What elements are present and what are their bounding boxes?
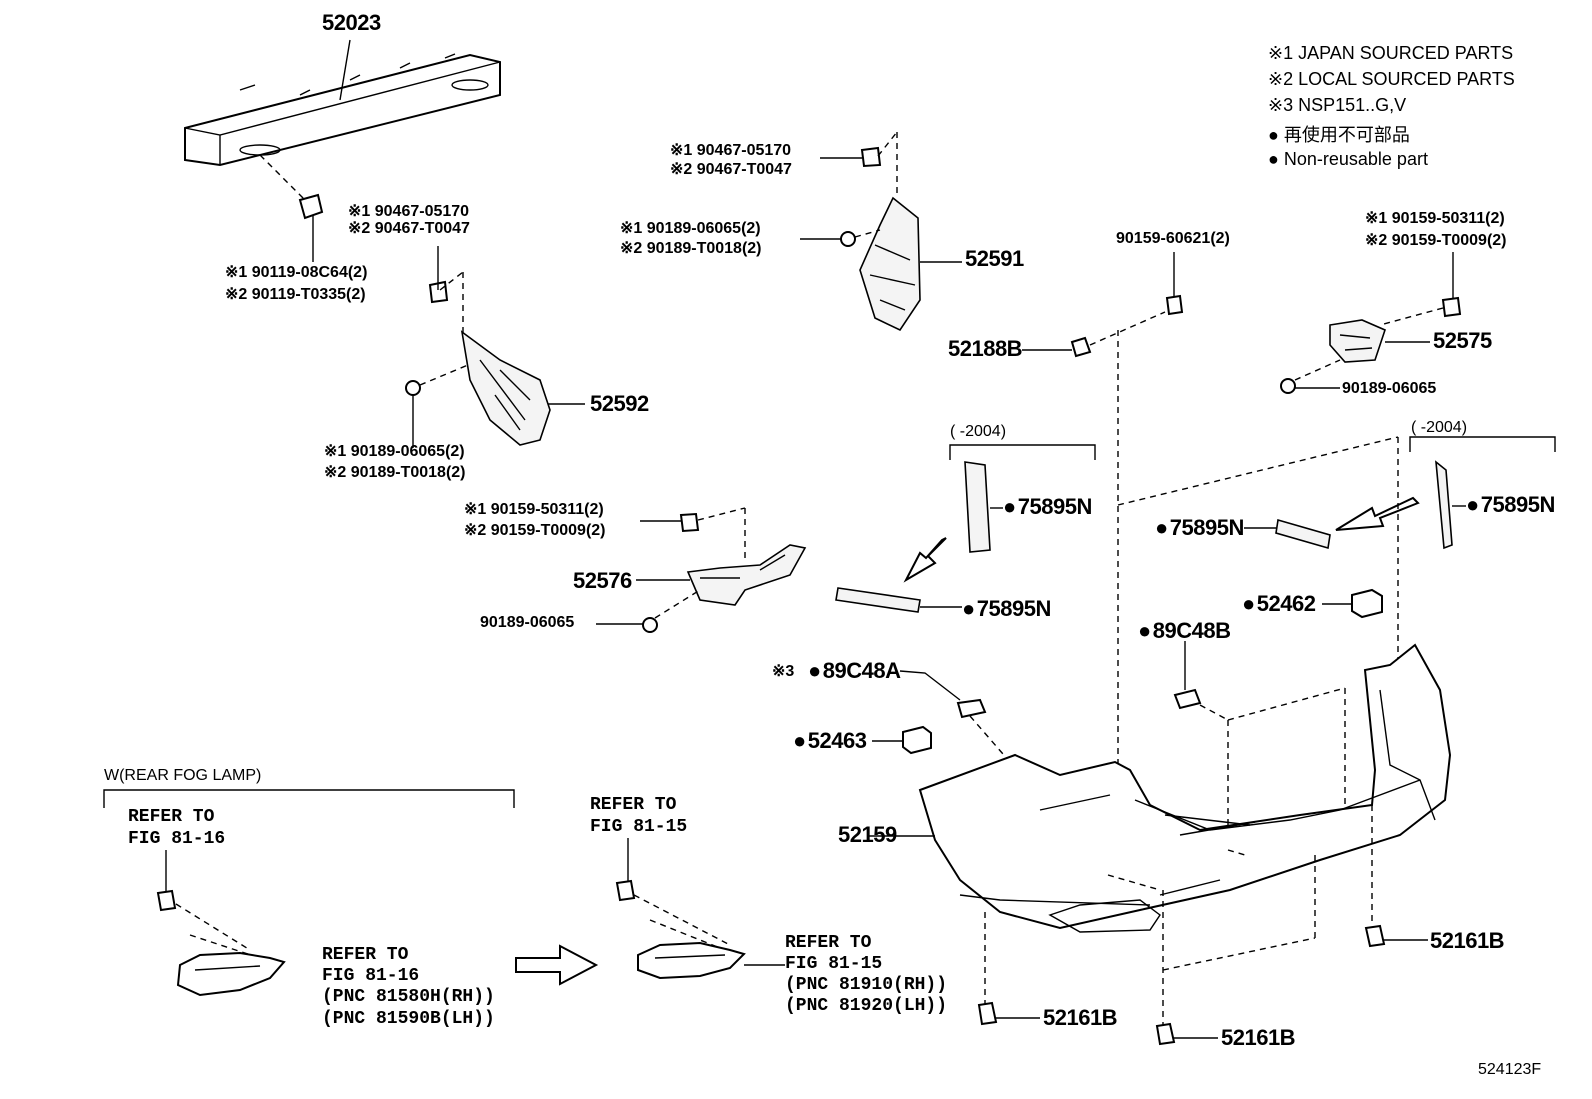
legend-nonreusable-en: ● Non-reusable part — [1268, 149, 1428, 169]
nut-single-left: 90189-06065 — [480, 614, 575, 631]
legend-note-2: ※2 LOCAL SOURCED PARTS — [1268, 69, 1515, 89]
part-52576: 52576 — [573, 568, 632, 593]
refer-2-line-2: FIG 81-16 — [322, 966, 420, 986]
bracket-52575 — [1329, 319, 1386, 363]
part-52462: 52462 — [1242, 593, 1316, 615]
refer-1-line-2: FIG 81-16 — [128, 829, 226, 849]
part-89c48b: 89C48B — [1138, 620, 1231, 642]
screw-left-local: ※2 90159-T0009(2) — [464, 522, 606, 539]
part-52161b-center: 52161B — [1221, 1025, 1296, 1050]
part-52023: 52023 — [322, 10, 381, 35]
nut-single-right: 90189-06065 — [1342, 380, 1437, 397]
part-52592: 52592 — [590, 391, 649, 416]
part-75895n-right-strip: 75895N — [1155, 517, 1245, 539]
screw-left-japan: ※1 90159-50311(2) — [464, 501, 604, 518]
part-52188b: 52188B — [948, 336, 1023, 361]
refer-1-line-1: REFER TO — [128, 807, 215, 827]
part-75895n-left-vertical: 75895N — [1003, 496, 1093, 518]
refer-3-line-2: FIG 81-15 — [590, 817, 688, 837]
nut-left-local: ※2 90189-T0018(2) — [324, 464, 466, 481]
retainer-52591 — [859, 196, 921, 332]
part-52575: 52575 — [1433, 328, 1492, 353]
refer-2-line-1: REFER TO — [322, 945, 409, 965]
part-52591: 52591 — [965, 246, 1024, 271]
bumper-cover-52159 — [918, 643, 1452, 933]
fog-lamp-header: W(REAR FOG LAMP) — [104, 767, 262, 784]
part-52463: 52463 — [793, 730, 867, 752]
retainer-52592 — [460, 330, 551, 446]
clip-top-japan: ※1 90467-05170 — [670, 142, 792, 159]
fog-lamp-right — [637, 941, 746, 980]
clip-mid-local: ※2 90467-T0047 — [348, 220, 470, 237]
nut-right-japan: ※1 90189-06065(2) — [620, 220, 761, 237]
screw-right-local: ※2 90159-T0009(2) — [1365, 232, 1507, 249]
part-75895n-right-vertical: 75895N — [1466, 494, 1556, 516]
nut-right-local: ※2 90189-T0018(2) — [620, 240, 762, 257]
refer-2-line-3: (PNC 81580H(RH)) — [322, 987, 495, 1007]
refer-2-line-4: (PNC 81590B(LH)) — [322, 1009, 495, 1029]
bolt-local: ※2 90119-T0335(2) — [225, 286, 366, 303]
bumper-reinforcement-52023 — [184, 39, 501, 167]
year-range-left: ( -2004) — [950, 423, 1007, 440]
refer-3-line-1: REFER TO — [590, 795, 677, 815]
clip-top-local: ※2 90467-T0047 — [670, 161, 792, 178]
refer-4-line-3: (PNC 81910(RH)) — [785, 975, 948, 995]
legend-note-1: ※1 JAPAN SOURCED PARTS — [1268, 43, 1514, 63]
refer-4-line-1: REFER TO — [785, 933, 872, 953]
figure-id: 524123F — [1478, 1061, 1542, 1078]
legend-nonreusable-jp: ● 再使用不可部品 — [1268, 125, 1410, 145]
part-89c48a: 89C48A — [808, 660, 901, 682]
legend-note-3: ※3 NSP151..G,V — [1268, 95, 1407, 115]
fog-lamp-left — [176, 951, 286, 997]
clip-mid-japan: ※1 90467-05170 — [348, 203, 470, 220]
refer-4-line-4: (PNC 81920(LH)) — [785, 996, 948, 1016]
nut-left-japan: ※1 90189-06065(2) — [324, 443, 465, 460]
part-52161b-left: 52161B — [1043, 1005, 1118, 1030]
year-range-right: ( -2004) — [1411, 419, 1468, 436]
part-52161b-right: 52161B — [1430, 928, 1505, 953]
screw-right-japan: ※1 90159-50311(2) — [1365, 210, 1505, 227]
part-75895n-left-strip: 75895N — [962, 598, 1052, 620]
bolt-japan: ※1 90119-08C64(2) — [225, 264, 368, 281]
screw-center: 90159-60621(2) — [1116, 230, 1230, 247]
part-52159: 52159 — [838, 822, 897, 847]
bracket-52576 — [686, 544, 807, 606]
refer-4-line-2: FIG 81-15 — [785, 954, 883, 974]
part-89c48a-note: ※3 — [772, 663, 795, 680]
